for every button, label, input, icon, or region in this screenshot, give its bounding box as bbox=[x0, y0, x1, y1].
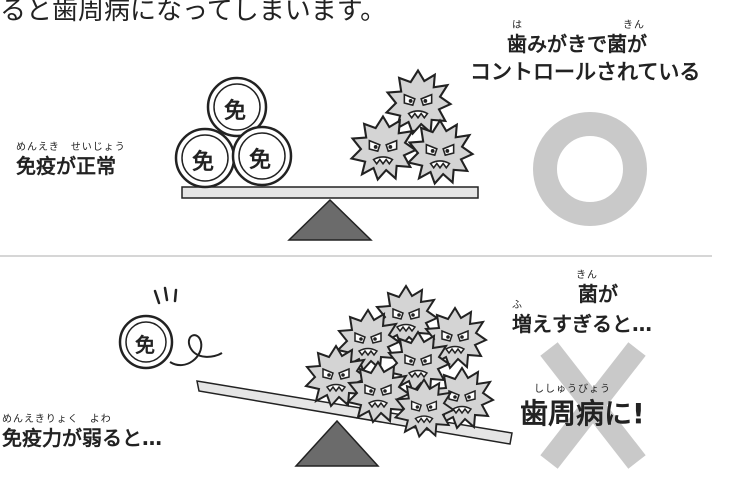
surprise-mark bbox=[163, 286, 169, 302]
immune-normal-label: 免疫が正常 bbox=[16, 154, 116, 178]
coin-glyph: 免 bbox=[192, 150, 215, 175]
header-text: ると歯周病になってしまいます。 bbox=[0, 0, 387, 26]
flying-immune-coin bbox=[118, 286, 223, 370]
immune-coin bbox=[231, 125, 293, 187]
periodontal-disease-label: 歯周病に! bbox=[520, 397, 645, 430]
germ-furigana-kin: きん bbox=[576, 270, 598, 281]
coin-glyph: 免 bbox=[135, 333, 155, 357]
surprise-mark bbox=[153, 289, 161, 305]
immune-coin bbox=[206, 76, 268, 138]
germ-furigana-fu: ふ bbox=[512, 300, 523, 311]
motion-swirl bbox=[169, 334, 223, 367]
furigana-kin: きん bbox=[623, 20, 645, 31]
periodontal-furigana: ししゅうびょう bbox=[534, 384, 611, 395]
immune-normal-furigana: めんえき せいじょう bbox=[16, 142, 126, 153]
top-scale bbox=[181, 186, 479, 241]
top-scale-fulcrum bbox=[287, 198, 373, 241]
surprise-mark bbox=[173, 288, 178, 303]
germ-increase-line1: 菌が bbox=[578, 282, 618, 306]
correct-circle-symbol bbox=[533, 112, 647, 226]
germ-icon bbox=[350, 115, 417, 181]
immune-weak-label: 免疫力が弱ると… bbox=[2, 426, 162, 450]
top-germs bbox=[350, 69, 474, 185]
brushing-control-line2: コントロールされている bbox=[470, 60, 701, 84]
top-scale-beam bbox=[181, 186, 479, 199]
brushing-control-line1: 歯みがきで菌が bbox=[507, 32, 647, 56]
top-immune-coins bbox=[174, 76, 293, 189]
furigana-ha: は bbox=[512, 20, 523, 31]
coin-glyph: 免 bbox=[224, 99, 247, 124]
coin-glyph: 免 bbox=[249, 148, 272, 173]
germ-icon bbox=[407, 119, 474, 185]
wrong-cross-symbol bbox=[540, 342, 646, 469]
germ-increase-line2: 増えすぎると… bbox=[512, 312, 652, 336]
immune-weak-furigana: めんえきりょく よわ bbox=[2, 414, 112, 425]
bottom-scale-fulcrum bbox=[294, 419, 380, 467]
